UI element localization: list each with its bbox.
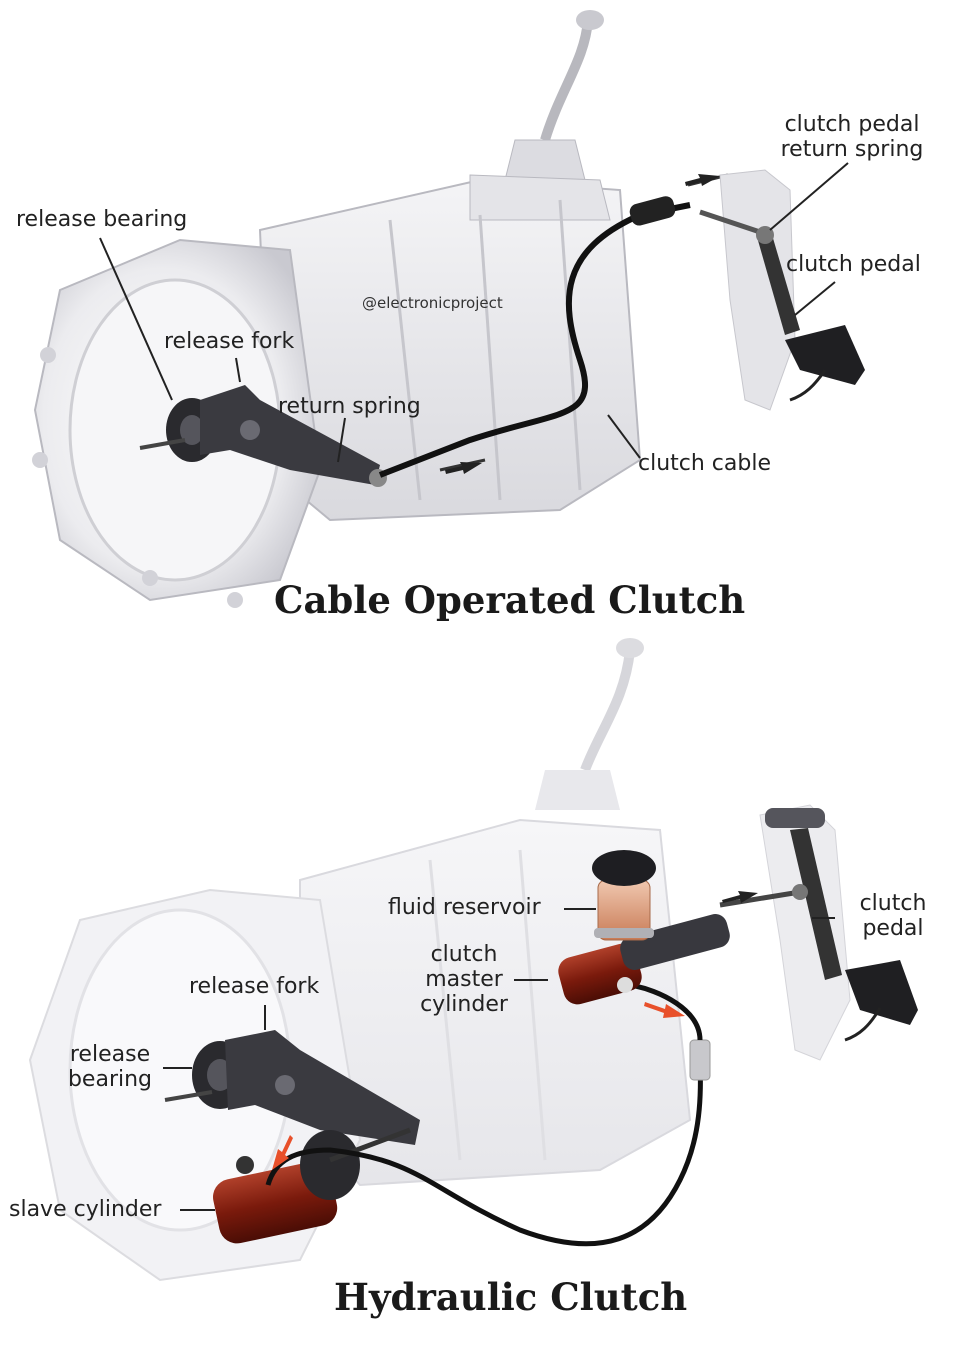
label-line: cylinder — [420, 992, 508, 1017]
hydraulic-motion-arrows — [272, 891, 758, 1170]
label-clutch-pedal-return-spring: clutch pedal return spring — [774, 112, 930, 162]
hydraulic-leader-lines — [163, 908, 835, 1211]
label-fluid-reservoir: fluid reservoir — [388, 895, 541, 920]
cable-leader-lines — [99, 162, 849, 463]
release-fork-part-2 — [225, 1030, 420, 1145]
clutch-pedal-pad — [785, 325, 865, 385]
label-release-bearing-2: release bearing — [62, 1042, 158, 1092]
cable-motion-arrows — [445, 174, 720, 474]
label-slave-cylinder: slave cylinder — [9, 1197, 162, 1222]
label-line: clutch — [430, 942, 498, 967]
label-line: release — [69, 1042, 151, 1067]
hydraulic-line-part — [265, 1049, 703, 1247]
label-release-fork-2: release fork — [189, 974, 320, 999]
label-line: return spring — [780, 137, 924, 162]
watermark: @electronicproject — [362, 294, 503, 312]
label-line: master — [425, 967, 503, 992]
release-fork-part — [200, 385, 380, 485]
clutch-pedal-arm — [755, 228, 800, 335]
cable-clutch-illustration — [32, 10, 865, 608]
label-line: clutch — [859, 891, 927, 916]
shift-knob — [576, 10, 604, 30]
pedal-bracket — [719, 169, 796, 411]
label-clutch-master-cylinder: clutch master cylinder — [414, 942, 514, 1017]
label-clutch-pedal-2: clutch pedal — [848, 891, 938, 941]
label-release-fork: release fork — [164, 329, 295, 354]
label-clutch-pedal: clutch pedal — [786, 252, 921, 277]
label-release-bearing: release bearing — [16, 207, 188, 232]
clutch-pedal-pad-2 — [845, 960, 918, 1025]
title-cable-operated-clutch: Cable Operated Clutch — [274, 578, 746, 622]
title-hydraulic-clutch: Hydraulic Clutch — [334, 1275, 688, 1319]
clutch-cable-part — [378, 202, 691, 478]
label-return-spring: return spring — [278, 394, 421, 419]
label-line: pedal — [862, 916, 924, 941]
label-line: clutch pedal — [784, 112, 920, 137]
shift-lever — [540, 19, 593, 142]
hydraulic-clutch-illustration — [28, 638, 918, 1282]
shift-boot — [504, 139, 586, 181]
clutch-pedal-arm-2 — [790, 828, 842, 980]
label-clutch-cable: clutch cable — [638, 451, 771, 476]
label-line: bearing — [67, 1067, 153, 1092]
